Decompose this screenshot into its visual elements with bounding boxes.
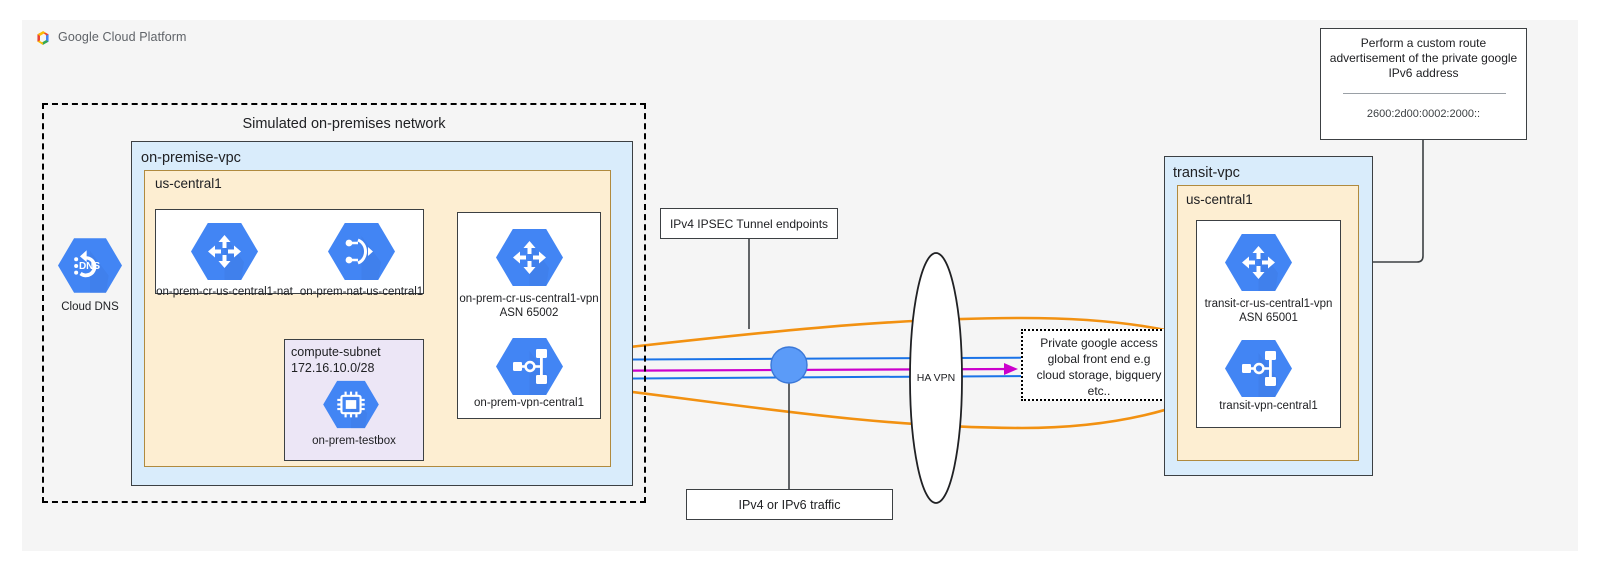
- cloud-router-icon: [1225, 233, 1292, 297]
- onprem-router-nat-label: on-prem-cr-us-central1-nat: [156, 286, 293, 298]
- transit-region-title: us-central1: [1186, 192, 1253, 207]
- onprem-testbox-label: on-prem-testbox: [312, 435, 396, 447]
- transit-vpc-title: transit-vpc: [1173, 165, 1240, 181]
- ha-vpn-label: HA VPN: [917, 372, 956, 384]
- callout-traffic: IPv4 or IPv6 traffic: [686, 489, 893, 520]
- onprem-nat-label: on-prem-nat-us-central1: [299, 286, 424, 298]
- transit-vpn-gateway-label: transit-vpn-central1: [1219, 400, 1318, 412]
- transit-router-asn: ASN 65001: [1239, 312, 1298, 324]
- compute-subnet-name: compute-subnet: [291, 345, 381, 359]
- onprem-vpn-router-label: on-prem-cr-us-central1-vpn: [459, 293, 599, 305]
- simulated-onprem-zone-title: Simulated on-premises network: [242, 116, 446, 132]
- leader-custom-route: [1289, 140, 1424, 263]
- compute-instance-icon: [323, 380, 379, 434]
- ha-vpn-ellipse: [909, 252, 963, 504]
- pga-line1: Private google access: [1040, 336, 1158, 350]
- link-ipv6-arrowhead: [1004, 363, 1018, 375]
- cloud-nat-icon: [328, 222, 395, 286]
- cloud-router-icon: [191, 222, 258, 286]
- transit-router-label: transit-cr-us-central1-vpn: [1204, 298, 1333, 310]
- page-title: Google Cloud Platform: [58, 30, 187, 44]
- vpn-gateway-icon: [496, 337, 563, 401]
- private-google-access-box: Private google access global front end e…: [1021, 329, 1177, 401]
- callout-custom-route: Perform a custom route advertisement of …: [1320, 28, 1527, 140]
- onprem-vpc-title: on-premise-vpc: [141, 150, 241, 166]
- custom-route-line3: IPv6 address: [1388, 66, 1459, 80]
- custom-route-address: 2600:2d00:0002:2000::: [1366, 108, 1481, 120]
- traffic-node: [770, 346, 808, 384]
- onprem-vpn-gateway-label: on-prem-vpn-central1: [474, 397, 584, 409]
- cloud-dns-icon: DNS: [58, 237, 122, 299]
- callout-divider: [1343, 93, 1506, 94]
- onprem-vpn-router-asn: ASN 65002: [499, 307, 559, 319]
- simulated-onprem-zone: [42, 103, 646, 503]
- cloud-router-icon: [496, 228, 563, 292]
- onprem-region-title: us-central1: [155, 176, 222, 191]
- callout-traffic-text: IPv4 or IPv6 traffic: [738, 498, 841, 512]
- pga-line2: global front end e.g: [1047, 352, 1151, 366]
- vpn-gateway-icon: [1225, 339, 1292, 403]
- custom-route-line2: advertisement of the private google: [1329, 51, 1518, 65]
- google-cloud-platform-logo: [34, 29, 52, 47]
- callout-ipsec-endpoints: IPv4 IPSEC Tunnel endpoints: [660, 208, 838, 239]
- svg-text:DNS: DNS: [79, 261, 100, 272]
- pga-line3: cloud storage, bigquery: [1036, 368, 1162, 382]
- callout-ipsec-text: IPv4 IPSEC Tunnel endpoints: [669, 217, 829, 231]
- pga-line4: etc..: [1087, 384, 1111, 398]
- compute-subnet-cidr: 172.16.10.0/28: [291, 361, 375, 375]
- custom-route-line1: Perform a custom route: [1360, 36, 1487, 50]
- cloud-dns-label: Cloud DNS: [61, 301, 119, 313]
